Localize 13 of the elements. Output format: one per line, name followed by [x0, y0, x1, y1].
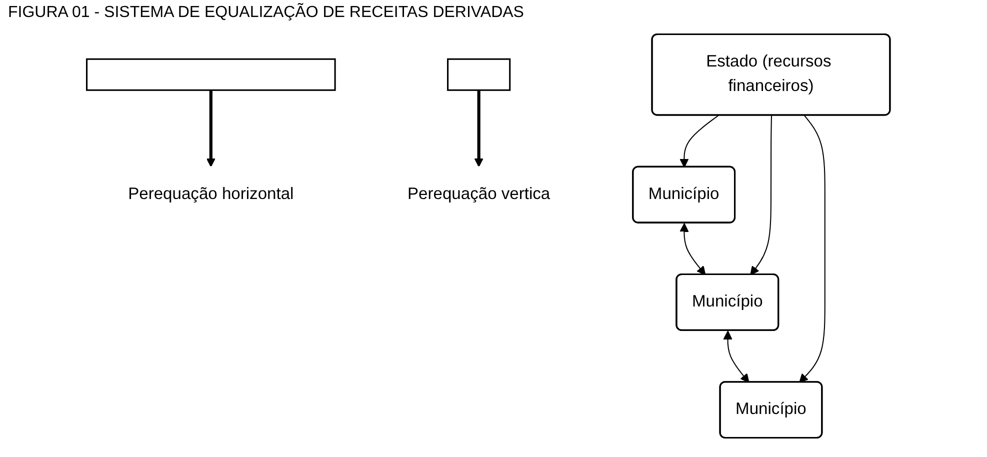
arrow [799, 115, 826, 383]
node-text: Perequação vertica [408, 185, 550, 203]
arrow [680, 115, 719, 168]
arrow [474, 90, 484, 168]
node-bar [86, 58, 336, 91]
node-text: Perequação horizontal [128, 185, 294, 203]
arrow [750, 115, 772, 276]
node-bar [447, 58, 511, 91]
arrow [723, 330, 750, 383]
flowchart-drawing: Estado (recursos financeiros) Município Município Município Perequação horizontal Perequação vertica [0, 26, 987, 446]
arrow [680, 223, 706, 276]
arrow [206, 90, 216, 168]
figure-title: FIGURA 01 - SISTEMA DE EQUALIZAÇÃO DE RECEITAS DERIVADAS [8, 4, 525, 22]
